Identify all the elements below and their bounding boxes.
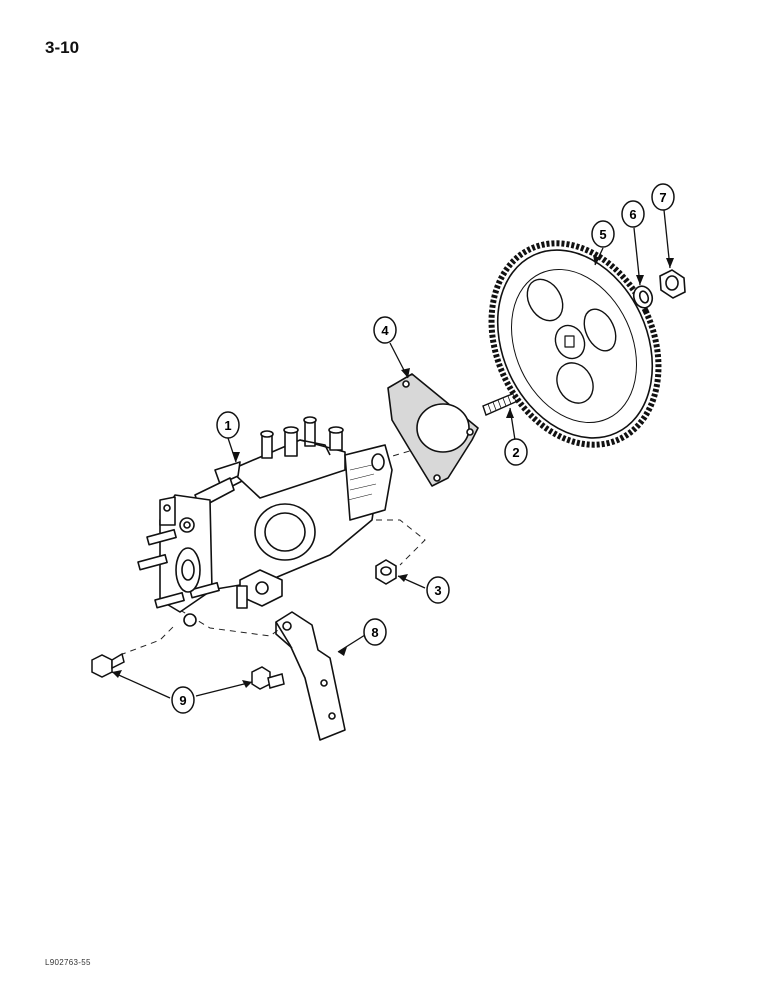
arrowheads xyxy=(112,255,674,688)
callout-7-label: 7 xyxy=(659,190,666,205)
callout-8-label: 8 xyxy=(371,625,378,640)
gear-nut-drawing xyxy=(659,269,686,299)
callout-4: 4 xyxy=(373,316,397,344)
gear-drawing xyxy=(488,240,662,448)
nut-drawing xyxy=(375,559,397,585)
callout-9: 9 xyxy=(171,686,195,714)
callout-2: 2 xyxy=(504,438,528,466)
figure-code: L902763-55 xyxy=(45,958,91,967)
washer-drawing xyxy=(632,285,654,309)
callout-1: 1 xyxy=(216,411,240,439)
callout-4-label: 4 xyxy=(381,323,389,338)
bolts-drawing xyxy=(91,652,285,690)
page-number: 3-10 xyxy=(45,38,80,57)
callout-1-label: 1 xyxy=(224,418,231,433)
bracket-drawing xyxy=(275,611,346,741)
callout-5: 5 xyxy=(591,220,615,248)
injection-pump-drawing xyxy=(137,416,393,627)
assembly-dashed-lines xyxy=(119,447,426,656)
gasket-drawing xyxy=(387,373,479,487)
callout-7: 7 xyxy=(651,183,675,211)
callout-3-label: 3 xyxy=(434,583,441,598)
callout-9-label: 9 xyxy=(179,693,186,708)
callout-8: 8 xyxy=(363,618,387,646)
callout-6-label: 6 xyxy=(629,207,636,222)
callout-5-label: 5 xyxy=(599,227,606,242)
callout-6: 6 xyxy=(621,200,645,228)
callout-2-label: 2 xyxy=(512,445,519,460)
callout-3: 3 xyxy=(426,576,450,604)
